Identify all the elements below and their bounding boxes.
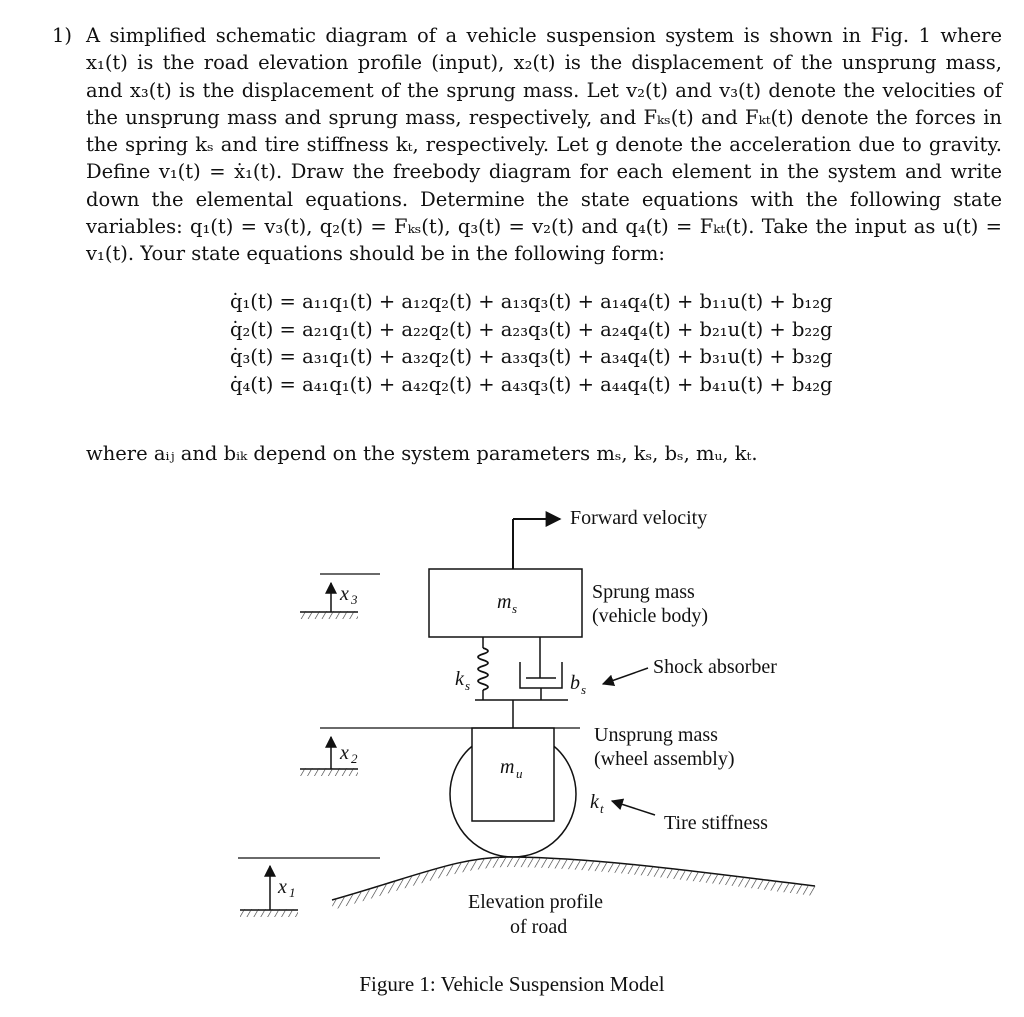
x1-displacement-marker bbox=[240, 864, 298, 917]
shock-absorber-label: Shock absorber bbox=[653, 656, 777, 678]
ks-subscript: s bbox=[465, 678, 470, 693]
tire-stiffness-pointer bbox=[610, 798, 656, 816]
ks-symbol: k bbox=[455, 668, 465, 690]
problem-statement: 1) A simplified schematic diagram of a v… bbox=[52, 22, 1002, 268]
vehicle-body-label: (vehicle body) bbox=[592, 605, 708, 627]
bs-subscript: s bbox=[581, 682, 586, 697]
kt-symbol: k bbox=[590, 791, 600, 813]
tire-stiffness-label: Tire stiffness bbox=[664, 812, 768, 834]
mu-symbol: m bbox=[500, 756, 514, 778]
forward-velocity-label: Forward velocity bbox=[570, 507, 707, 529]
wheel-assembly-label: (wheel assembly) bbox=[594, 748, 735, 770]
ms-subscript: s bbox=[512, 601, 517, 616]
x2-symbol: x bbox=[339, 742, 349, 764]
x3-displacement-marker bbox=[300, 573, 380, 619]
sprung-mass-box bbox=[428, 568, 583, 638]
forward-velocity-arrow bbox=[512, 511, 562, 569]
ms-symbol: m bbox=[497, 591, 511, 613]
figure-caption: Figure 1: Vehicle Suspension Model bbox=[359, 972, 665, 996]
state-equation-2: q̇₂(t) = a₂₁q₁(t) + a₂₂q₂(t) + a₂₃q₃(t) … bbox=[230, 317, 833, 341]
state-equation-1: q̇₁(t) = a₁₁q₁(t) + a₁₂q₂(t) + a₁₃q₃(t) … bbox=[230, 290, 833, 313]
x2-subscript: 2 bbox=[351, 751, 358, 766]
x1-subscript: 1 bbox=[289, 885, 296, 900]
state-equations: q̇₁(t) = a₁₁q₁(t) + a₁₂q₂(t) + a₁₃q₃(t) … bbox=[230, 288, 833, 398]
road-profile bbox=[238, 856, 816, 910]
shock-absorber-pointer bbox=[601, 667, 649, 687]
state-equation-3: q̇₃(t) = a₃₁q₁(t) + a₃₂q₂(t) + a₃₃q₃(t) … bbox=[230, 345, 833, 368]
problem-number: 1) bbox=[52, 24, 73, 47]
x1-symbol: x bbox=[277, 876, 287, 898]
spring-ks bbox=[475, 637, 568, 701]
elevation-profile-label: Elevation profile bbox=[468, 891, 603, 913]
mu-subscript: u bbox=[516, 766, 523, 781]
x3-subscript: 3 bbox=[350, 592, 358, 607]
state-equation-4: q̇₄(t) = a₄₁q₁(t) + a₄₂q₂(t) + a₄₃q₃(t) … bbox=[230, 372, 833, 396]
unsprung-mass-label: Unsprung mass bbox=[594, 724, 718, 746]
x3-symbol: x bbox=[339, 583, 349, 605]
kt-subscript: t bbox=[600, 801, 604, 816]
sprung-mass-label: Sprung mass bbox=[592, 581, 695, 603]
problem-paragraph: A simplified schematic diagram of a vehi… bbox=[86, 24, 1002, 266]
unsprung-mass-box bbox=[471, 727, 555, 822]
damper-bs bbox=[512, 637, 563, 728]
bs-symbol: b bbox=[570, 672, 580, 694]
parameter-note: where aᵢⱼ and bᵢₖ depend on the system p… bbox=[86, 442, 758, 465]
of-road-label: of road bbox=[510, 916, 567, 938]
x2-displacement-marker bbox=[300, 727, 580, 776]
